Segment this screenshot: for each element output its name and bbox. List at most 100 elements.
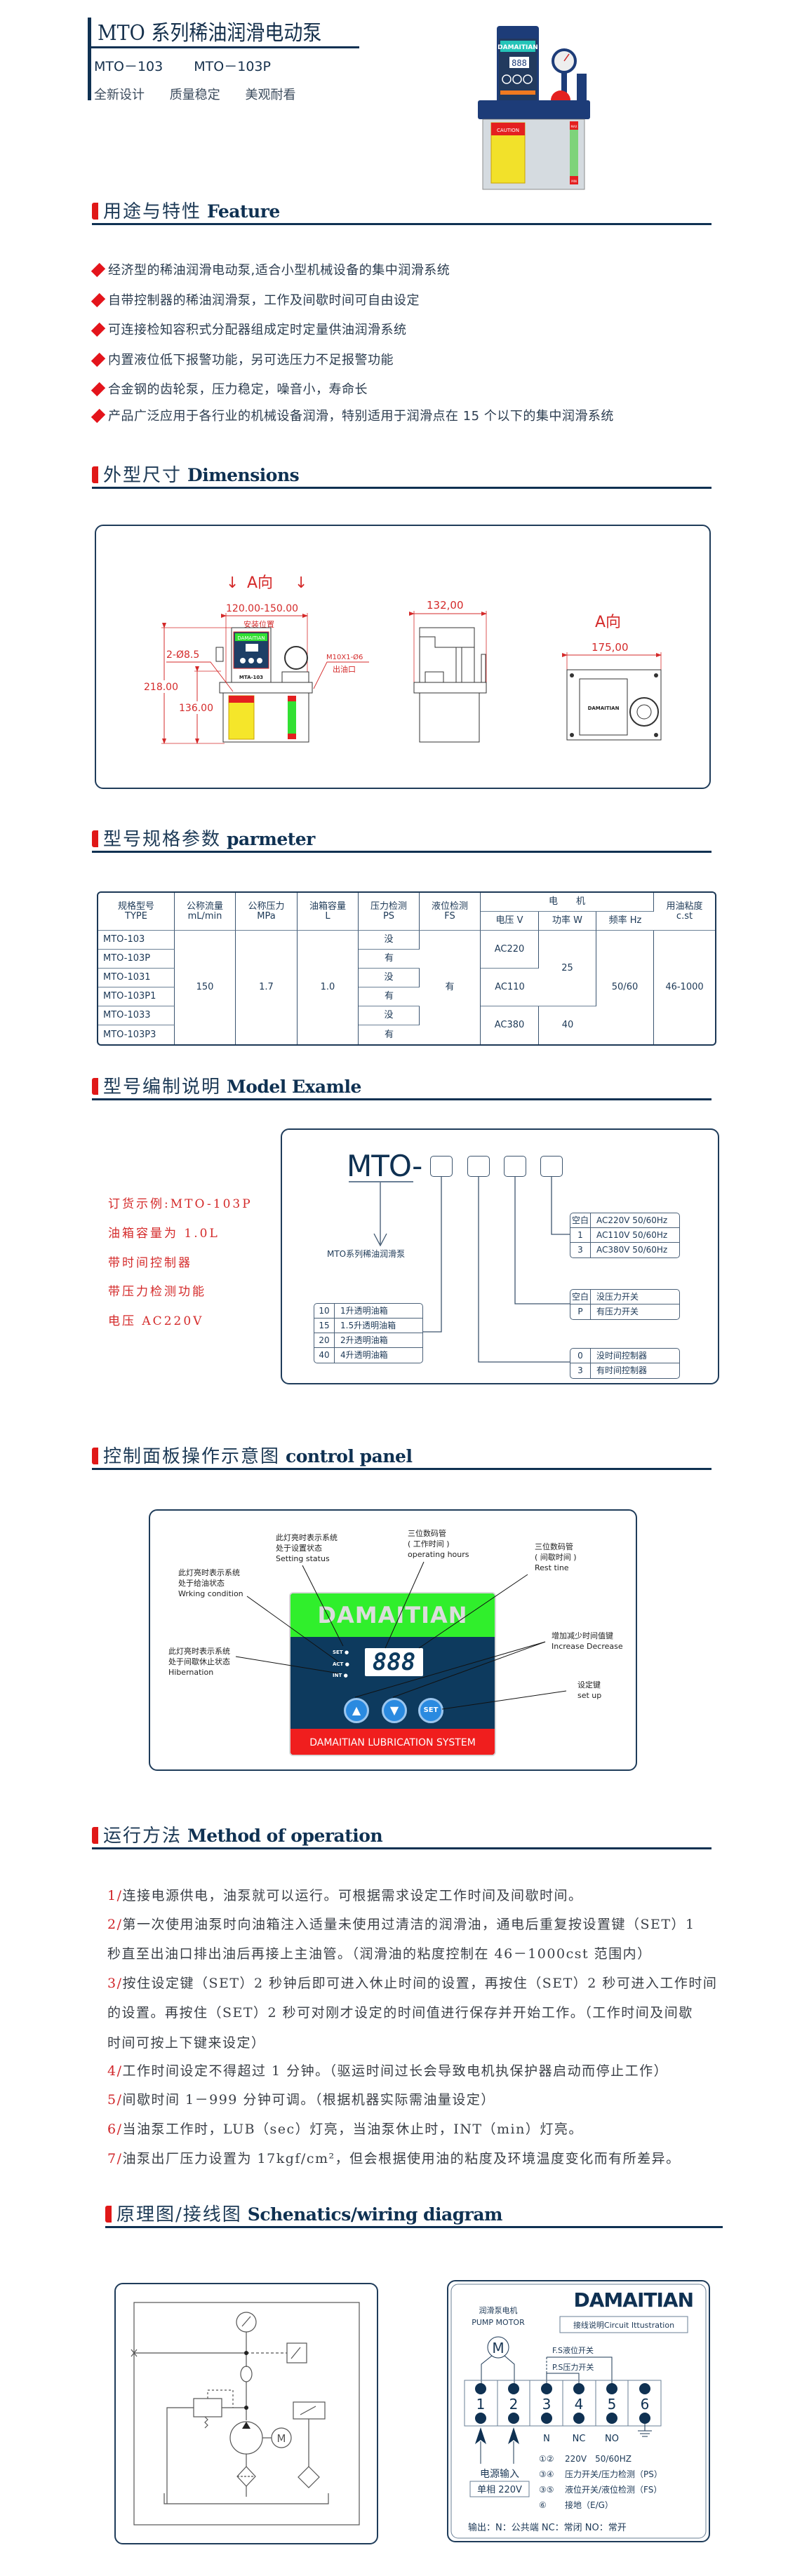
operation-step: 秒直至出油口排出油后再接上主油管。（润滑油的粘度控制在 46－1000cst 范… xyxy=(107,1946,652,1962)
operation-step: 6/当油泵工作时，LUB（sec）灯亮，当油泵休止时，INT（min）灯亮。 xyxy=(107,2122,583,2137)
led-set: SET ● xyxy=(333,1650,349,1655)
terminal-number: 4 xyxy=(575,2396,584,2413)
min-label: MIN xyxy=(571,180,577,183)
viscosity-cell: 46-1000 xyxy=(665,982,704,992)
operation-step: 3/按住设定键（SET）2 秒钟后即可进入休止时间的设置，再按住（SET）2 秒… xyxy=(107,1976,718,1991)
depth-dim: 132,00 xyxy=(427,599,464,612)
slogans: 全新设计 质量稳定 美观耐看 xyxy=(94,85,316,103)
page-title: MTO 系列稀油润滑电动泵 xyxy=(98,21,322,46)
outlet-label: 出油口 xyxy=(333,664,356,674)
section-marker-icon xyxy=(105,2206,112,2223)
header-voltage: 电压 V xyxy=(481,912,539,931)
series-label: MTO系列稀油润滑泵 xyxy=(327,1249,406,1259)
a-view-title: A向 xyxy=(595,614,621,631)
voltage-cell: AC220 xyxy=(481,931,539,969)
title-underline xyxy=(90,46,359,48)
feature-item: 产品广泛应用于各行业的机械设备润滑，特别适用于润滑点在 15 个以下的集中润滑系… xyxy=(91,406,614,424)
type-cell: MTO-103P xyxy=(98,950,175,969)
ps-cell: 有 xyxy=(359,987,420,1006)
legend-text: 220V 50/60HZ xyxy=(565,2454,632,2464)
panel-brand: DAMAITIAN xyxy=(290,1593,495,1637)
install-range: 120.00-150.00 xyxy=(226,603,298,614)
order-note: 电压 AC220V xyxy=(108,1314,204,1328)
max-label: MAX xyxy=(571,125,577,128)
product-photo: DAMAITIAN 888 CAUTION MAX MIN xyxy=(478,26,590,190)
section-marker-icon xyxy=(92,466,98,483)
legend-nums: ③⑤ xyxy=(539,2485,554,2495)
operation-step: 时间可按上下键来设定） xyxy=(107,2035,266,2051)
feature-item: 内置液位低下报警功能，另可选压力不足报警功能 xyxy=(91,350,394,368)
section-marker-icon xyxy=(92,203,98,220)
code-slot-tank xyxy=(430,1156,453,1177)
fan-icon xyxy=(629,697,659,727)
type-cell: MTO-103 xyxy=(98,931,175,950)
feature-item: 自带控制器的稀油润滑泵，工作及间歇时间可自由设定 xyxy=(91,290,420,309)
legend-nums: ①② xyxy=(539,2454,554,2464)
section-marker-icon xyxy=(92,830,98,847)
model-name: MTO－103P xyxy=(194,59,271,74)
order-note: 订货示例:MTO-103P xyxy=(108,1197,253,1211)
height-mount: 136.00 xyxy=(179,703,213,714)
operation-step: 7/油泵出厂压力设置为 17kgf/cm²，但会根据使用油的粘度及环境温度变化而… xyxy=(107,2151,681,2166)
decrease-button[interactable]: ▼ xyxy=(382,1698,407,1723)
model-tag: MTA-103 xyxy=(239,675,263,680)
holes-spec: 2-Ø8.5 xyxy=(166,649,199,661)
down-triangle-icon: ▼ xyxy=(389,1704,399,1717)
type-cell: MTO-1031 xyxy=(98,969,175,987)
control-panel-device: DAMAITIAN DAMAITIAN LUBRICATION SYSTEM S… xyxy=(289,1592,496,1756)
front-brand: DAMAITIAN xyxy=(237,635,265,641)
a-view-brand: DAMAITIAN xyxy=(588,706,620,711)
increase-button[interactable]: ▲ xyxy=(344,1698,369,1723)
a-view-label: A向 xyxy=(247,574,273,592)
pressure-switch-icon xyxy=(286,2342,307,2363)
terminal-number: 3 xyxy=(542,2396,552,2413)
model-name: MTO－103 xyxy=(94,59,163,74)
slogan: 全新设计 xyxy=(94,88,145,102)
terminal-dots xyxy=(475,2383,650,2424)
diamond-bullet-icon xyxy=(91,382,106,397)
base-plate xyxy=(478,100,590,119)
operation-step: 的设置。再按住（SET）2 秒可对刚才设定的时间值进行保存并开始工作。（工作时间… xyxy=(107,2005,693,2021)
photo-brand: DAMAITIAN xyxy=(497,44,538,51)
output-note: 输出：N：公共端 NC：常闭 NO：常开 xyxy=(468,2522,627,2533)
operation-step: 2/第一次使用油泵时向油箱注入适量未使用过清洁的润滑油，通电后重复按设置键（SE… xyxy=(107,1917,695,1932)
tank-cell: 1.0 xyxy=(298,931,359,1044)
feature-item: 可连接检知容积式分配器组成定时定量供油润滑系统 xyxy=(91,320,407,338)
motor-symbol: M xyxy=(492,2340,504,2356)
slogan: 美观耐看 xyxy=(245,88,296,102)
table-row: MTO-103 150 1.7 1.0 没 有 AC220 25 50/60 4… xyxy=(98,931,715,1044)
diamond-bullet-icon xyxy=(91,322,106,337)
gauge-icon xyxy=(284,646,308,670)
dimension-drawings: ↓ A向 ↓ 120.00-150.00 安装位置 DAMAITIAN MTA-… xyxy=(142,574,662,744)
model-list: MTO－103 MTO－103P xyxy=(94,56,298,75)
caution-label: CAUTION xyxy=(497,128,519,133)
fs-label: F.S液位开关 xyxy=(552,2345,594,2355)
ps-label: P.S压力开关 xyxy=(552,2362,594,2372)
a-arrow-right-icon: ↓ xyxy=(295,574,307,592)
ps-cell: 有 xyxy=(384,1029,394,1040)
power-cell: 25 xyxy=(539,931,596,1006)
output-n: N xyxy=(543,2434,550,2444)
set-button[interactable]: SET xyxy=(418,1698,443,1723)
type-cell: MTO-103P1 xyxy=(98,987,175,1006)
hydraulic-schematic: M xyxy=(131,2302,360,2526)
